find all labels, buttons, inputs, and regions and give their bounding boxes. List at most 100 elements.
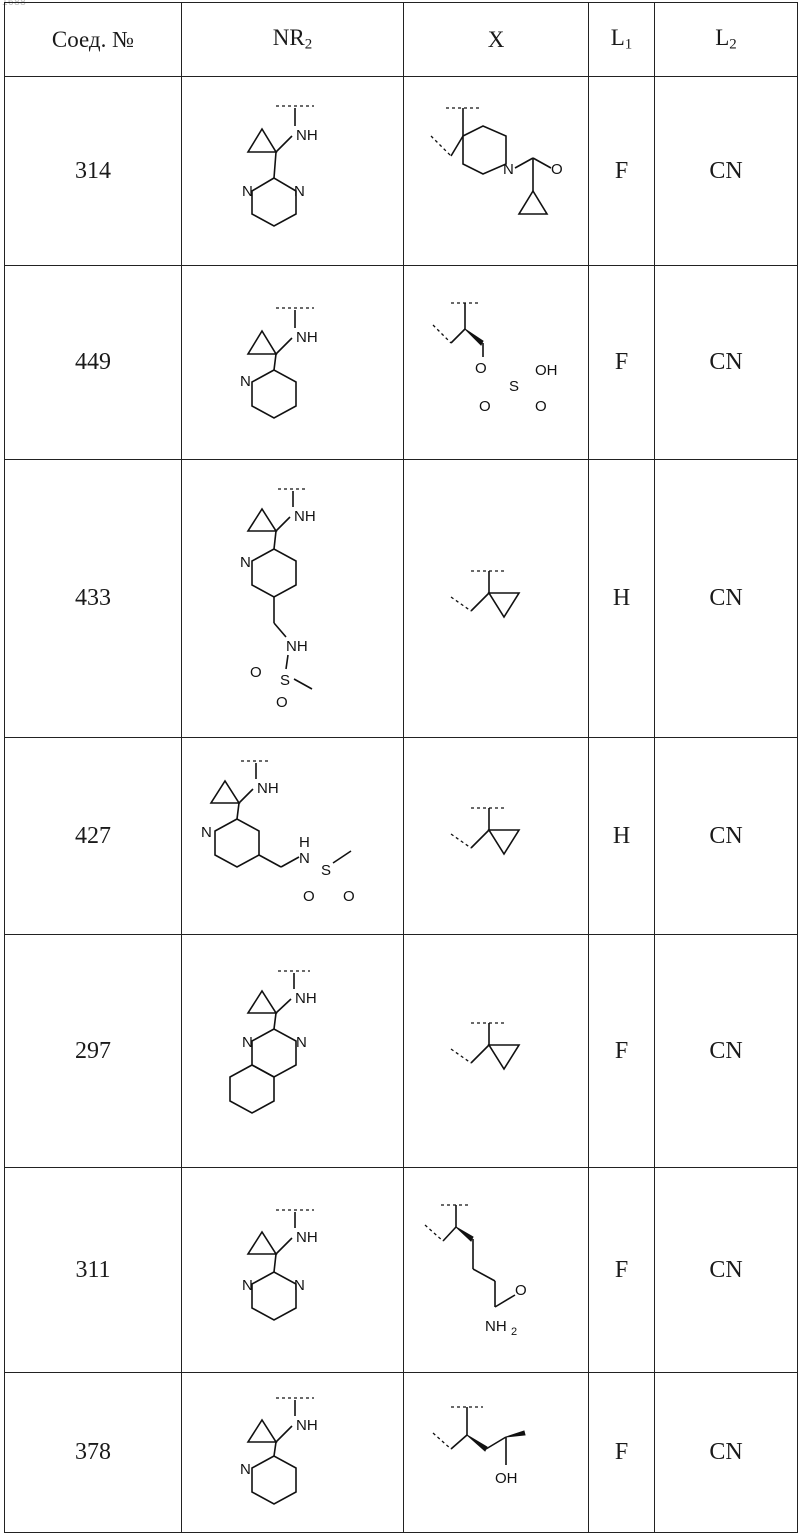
svg-text:N: N xyxy=(240,373,251,390)
compound-id: 311 xyxy=(5,1168,182,1373)
svg-text:N: N xyxy=(242,1277,253,1294)
l1-value: F xyxy=(589,935,655,1168)
svg-text:NH: NH xyxy=(294,508,316,525)
nr2-molecule-drawing: NH N N xyxy=(218,1200,368,1340)
header-nr2: NR2 xyxy=(182,3,404,77)
nr2-structure: NH N N xyxy=(182,935,404,1168)
svg-text:N: N xyxy=(299,850,310,867)
nr2-molecule-drawing: NH N xyxy=(218,298,368,428)
svg-text:O: O xyxy=(303,888,315,905)
x-molecule-drawing xyxy=(431,796,561,876)
x-molecule-drawing xyxy=(431,559,561,639)
table-row: 311 NH N N O NH 2 F xyxy=(5,1168,798,1373)
x-structure xyxy=(404,460,589,738)
header-compound-no: Соед. № xyxy=(5,3,182,77)
svg-text:S: S xyxy=(280,672,290,689)
svg-text:N: N xyxy=(201,824,212,841)
svg-text:NH: NH xyxy=(296,329,318,346)
svg-text:N: N xyxy=(503,161,514,178)
x-molecule-drawing: O NH 2 xyxy=(411,1195,581,1345)
l1-value: F xyxy=(589,1168,655,1373)
nr2-molecule-drawing: NH N xyxy=(218,1388,368,1518)
nr2-molecule-drawing: NH N NH S O O xyxy=(218,479,368,719)
svg-text:NH: NH xyxy=(296,127,318,144)
nr2-structure: NH N xyxy=(182,266,404,460)
l1-value: H xyxy=(589,460,655,738)
svg-text:OH: OH xyxy=(535,362,558,379)
compound-id: 378 xyxy=(5,1373,182,1533)
x-structure xyxy=(404,935,589,1168)
nr2-structure: NH N N xyxy=(182,1168,404,1373)
table-header-row: Соед. № NR2 X L1 L2 xyxy=(5,3,798,77)
header-l1: L1 xyxy=(589,3,655,77)
svg-text:N: N xyxy=(240,1461,251,1478)
svg-text:O: O xyxy=(535,398,547,415)
x-structure xyxy=(404,738,589,935)
table-row: 449 NH N O S OH O O xyxy=(5,266,798,460)
x-structure: OH xyxy=(404,1373,589,1533)
l1-value: F xyxy=(589,77,655,266)
compound-id: 433 xyxy=(5,460,182,738)
x-molecule-drawing xyxy=(431,1011,561,1091)
table-row: 427 NH N H N S O O xyxy=(5,738,798,935)
svg-text:N: N xyxy=(296,1034,307,1051)
svg-text:NH: NH xyxy=(257,780,279,797)
svg-text:N: N xyxy=(294,1277,305,1294)
x-molecule-drawing: O S OH O O xyxy=(411,293,581,433)
nr2-molecule-drawing: NH N H N S O O xyxy=(193,751,393,921)
nr2-structure: NH N xyxy=(182,1373,404,1533)
x-structure: O S OH O O xyxy=(404,266,589,460)
x-structure: N O xyxy=(404,77,589,266)
nr2-structure: NH N N xyxy=(182,77,404,266)
svg-text:N: N xyxy=(294,183,305,200)
l2-value: CN xyxy=(655,935,798,1168)
nr2-molecule-drawing: NH N N xyxy=(218,96,368,246)
compound-id: 297 xyxy=(5,935,182,1168)
svg-text:N: N xyxy=(242,1034,253,1051)
svg-text:O: O xyxy=(479,398,491,415)
l2-value: CN xyxy=(655,1168,798,1373)
header-l2: L2 xyxy=(655,3,798,77)
table-row: 433 NH N NH S O O xyxy=(5,460,798,738)
svg-text:NH: NH xyxy=(485,1318,507,1335)
compound-id: 427 xyxy=(5,738,182,935)
x-structure: O NH 2 xyxy=(404,1168,589,1373)
table-row: 297 NH N N F CN xyxy=(5,935,798,1168)
l2-value: CN xyxy=(655,77,798,266)
compound-table: Соед. № NR2 X L1 L2 314 NH N N xyxy=(4,2,798,1533)
x-molecule-drawing: OH xyxy=(411,1393,581,1513)
svg-text:O: O xyxy=(515,1282,527,1299)
svg-text:NH: NH xyxy=(296,1417,318,1434)
x-molecule-drawing: N O xyxy=(411,96,581,246)
l2-value: CN xyxy=(655,460,798,738)
nr2-molecule-drawing: NH N N xyxy=(218,961,368,1141)
svg-text:O: O xyxy=(276,694,288,711)
l2-value: CN xyxy=(655,266,798,460)
svg-text:O: O xyxy=(250,664,262,681)
nr2-structure: NH N NH S O O xyxy=(182,460,404,738)
svg-text:S: S xyxy=(509,378,519,395)
svg-text:2: 2 xyxy=(511,1326,517,1338)
svg-text:O: O xyxy=(343,888,355,905)
svg-text:NH: NH xyxy=(295,990,317,1007)
l1-value: F xyxy=(589,266,655,460)
svg-text:H: H xyxy=(299,834,310,851)
svg-text:OH: OH xyxy=(495,1470,518,1487)
l1-value: H xyxy=(589,738,655,935)
svg-text:N: N xyxy=(242,183,253,200)
l2-value: CN xyxy=(655,738,798,935)
compound-id: 314 xyxy=(5,77,182,266)
header-x: X xyxy=(404,3,589,77)
compound-id: 449 xyxy=(5,266,182,460)
l1-value: F xyxy=(589,1373,655,1533)
l2-value: CN xyxy=(655,1373,798,1533)
svg-text:S: S xyxy=(321,862,331,879)
svg-text:N: N xyxy=(240,554,251,571)
table-row: 314 NH N N N O xyxy=(5,77,798,266)
nr2-structure: NH N H N S O O xyxy=(182,738,404,935)
svg-text:NH: NH xyxy=(296,1229,318,1246)
svg-text:O: O xyxy=(475,360,487,377)
table-row: 378 NH N OH F CN xyxy=(5,1373,798,1533)
svg-text:O: O xyxy=(551,161,563,178)
svg-text:NH: NH xyxy=(286,638,308,655)
